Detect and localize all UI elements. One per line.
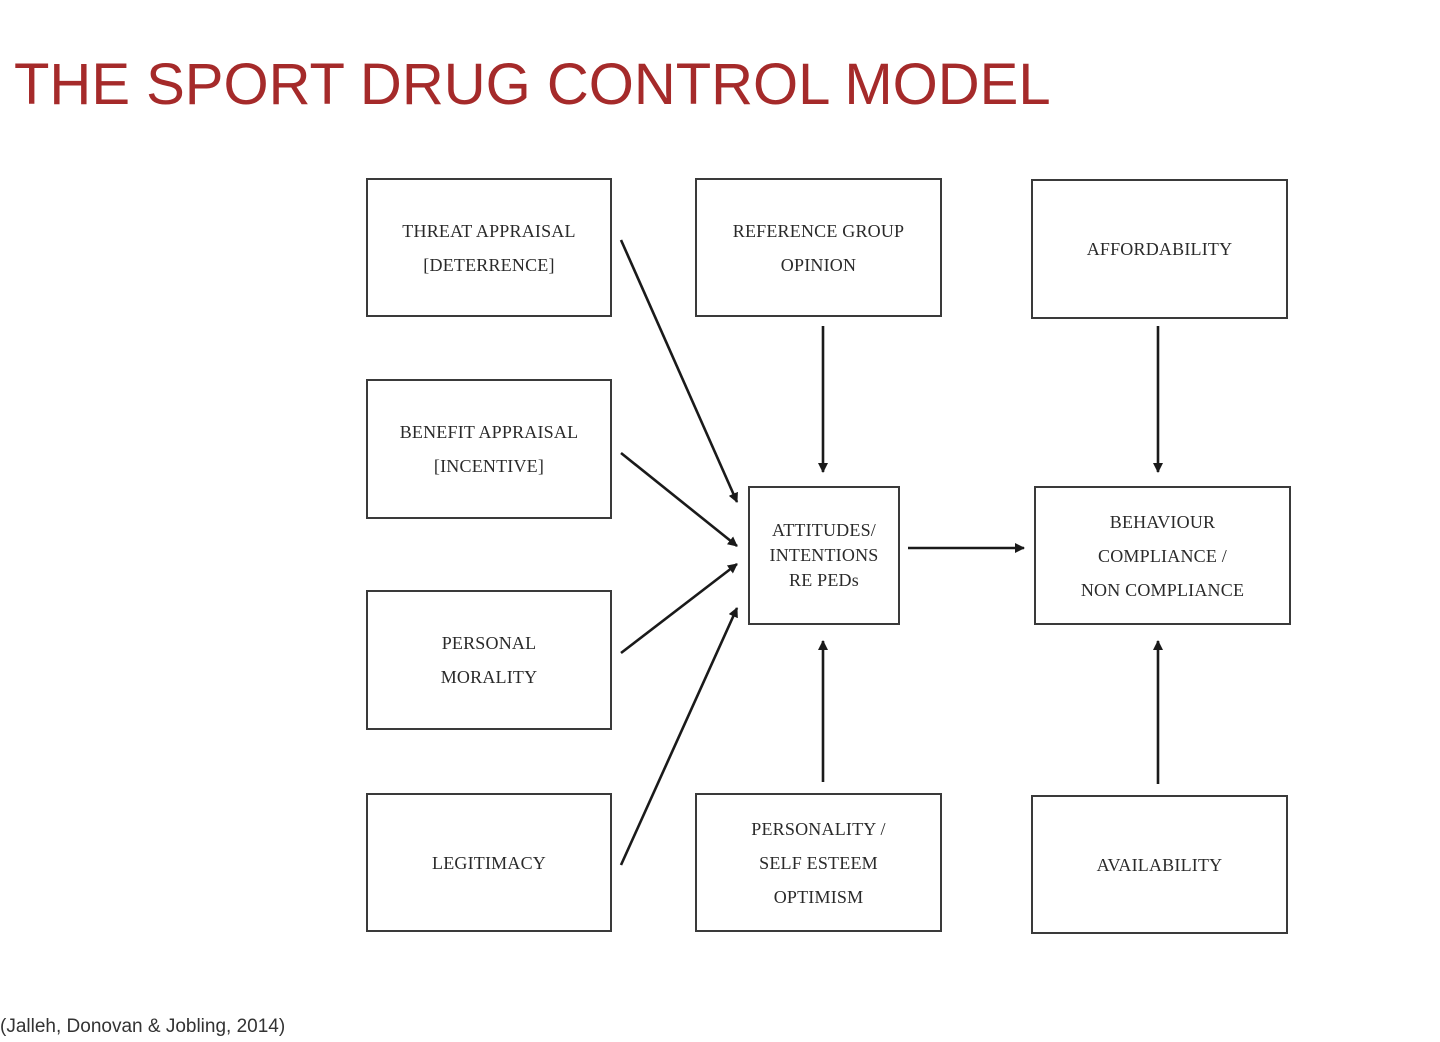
box-legitimacy-line-1: LEGITIMACY <box>432 852 546 873</box>
box-reference-group-opinion: REFERENCE GROUP OPINION <box>695 178 942 317</box>
box-reference-line-2: OPINION <box>780 254 857 275</box>
box-personality-line-2: SELF ESTEEM <box>759 852 878 873</box>
box-affordability: AFFORDABILITY <box>1031 179 1288 319</box>
box-attitudes-line-2: INTENTIONS <box>769 545 879 565</box>
citation: (Jalleh, Donovan & Jobling, 2014) <box>0 1016 286 1037</box>
box-personality-line-1: PERSONALITY / <box>751 818 886 839</box>
arrow-benefit-to-attitudes <box>620 451 738 548</box>
box-personality-self-esteem: PERSONALITY / SELF ESTEEM OPTIMISM <box>695 793 942 932</box>
box-behaviour-line-2: COMPLIANCE / <box>1098 545 1227 566</box>
box-behaviour-line-1: BEHAVIOUR <box>1109 511 1216 532</box>
box-availability: AVAILABILITY <box>1031 795 1288 934</box>
arrow-morality-to-attitudes <box>620 562 738 655</box>
box-legitimacy: LEGITIMACY <box>366 793 612 932</box>
box-personality-line-3: OPTIMISM <box>773 886 864 907</box>
box-behaviour-line-3: NON COMPLIANCE <box>1080 579 1245 600</box>
box-behaviour-compliance: BEHAVIOUR COMPLIANCE / NON COMPLIANCE <box>1034 486 1291 625</box>
box-threat-line-2: [DETERRENCE] <box>423 254 555 275</box>
box-threat-appraisal: THREAT APPRAISAL [DETERRENCE] <box>366 178 612 317</box>
box-availability-line-1: AVAILABILITY <box>1096 854 1223 875</box>
box-attitudes-line-1: ATTITUDES/ <box>772 520 876 540</box>
box-benefit-line-1: BENEFIT APPRAISAL <box>399 422 579 442</box>
box-morality-line-1: PERSONAL <box>441 633 537 653</box>
box-morality-line-2: MORALITY <box>440 667 538 687</box>
arrow-threat-to-attitudes <box>619 239 739 503</box>
slide-title: THE SPORT DRUG CONTROL MODEL <box>14 52 1051 117</box>
box-threat-line-1: THREAT APPRAISAL <box>402 220 576 241</box>
box-personal-morality: PERSONAL MORALITY <box>366 590 612 730</box>
box-affordability-line-1: AFFORDABILITY <box>1086 239 1233 259</box>
arrow-legitimacy-to-attitudes <box>619 607 739 866</box>
box-attitudes-intentions: ATTITUDES/ INTENTIONS RE PEDs <box>748 486 900 625</box>
box-benefit-appraisal: BENEFIT APPRAISAL [INCENTIVE] <box>366 379 612 519</box>
box-attitudes-line-3: RE PEDs <box>789 570 859 590</box>
box-benefit-line-2: [INCENTIVE] <box>433 456 545 476</box>
box-reference-line-1: REFERENCE GROUP <box>732 220 905 241</box>
